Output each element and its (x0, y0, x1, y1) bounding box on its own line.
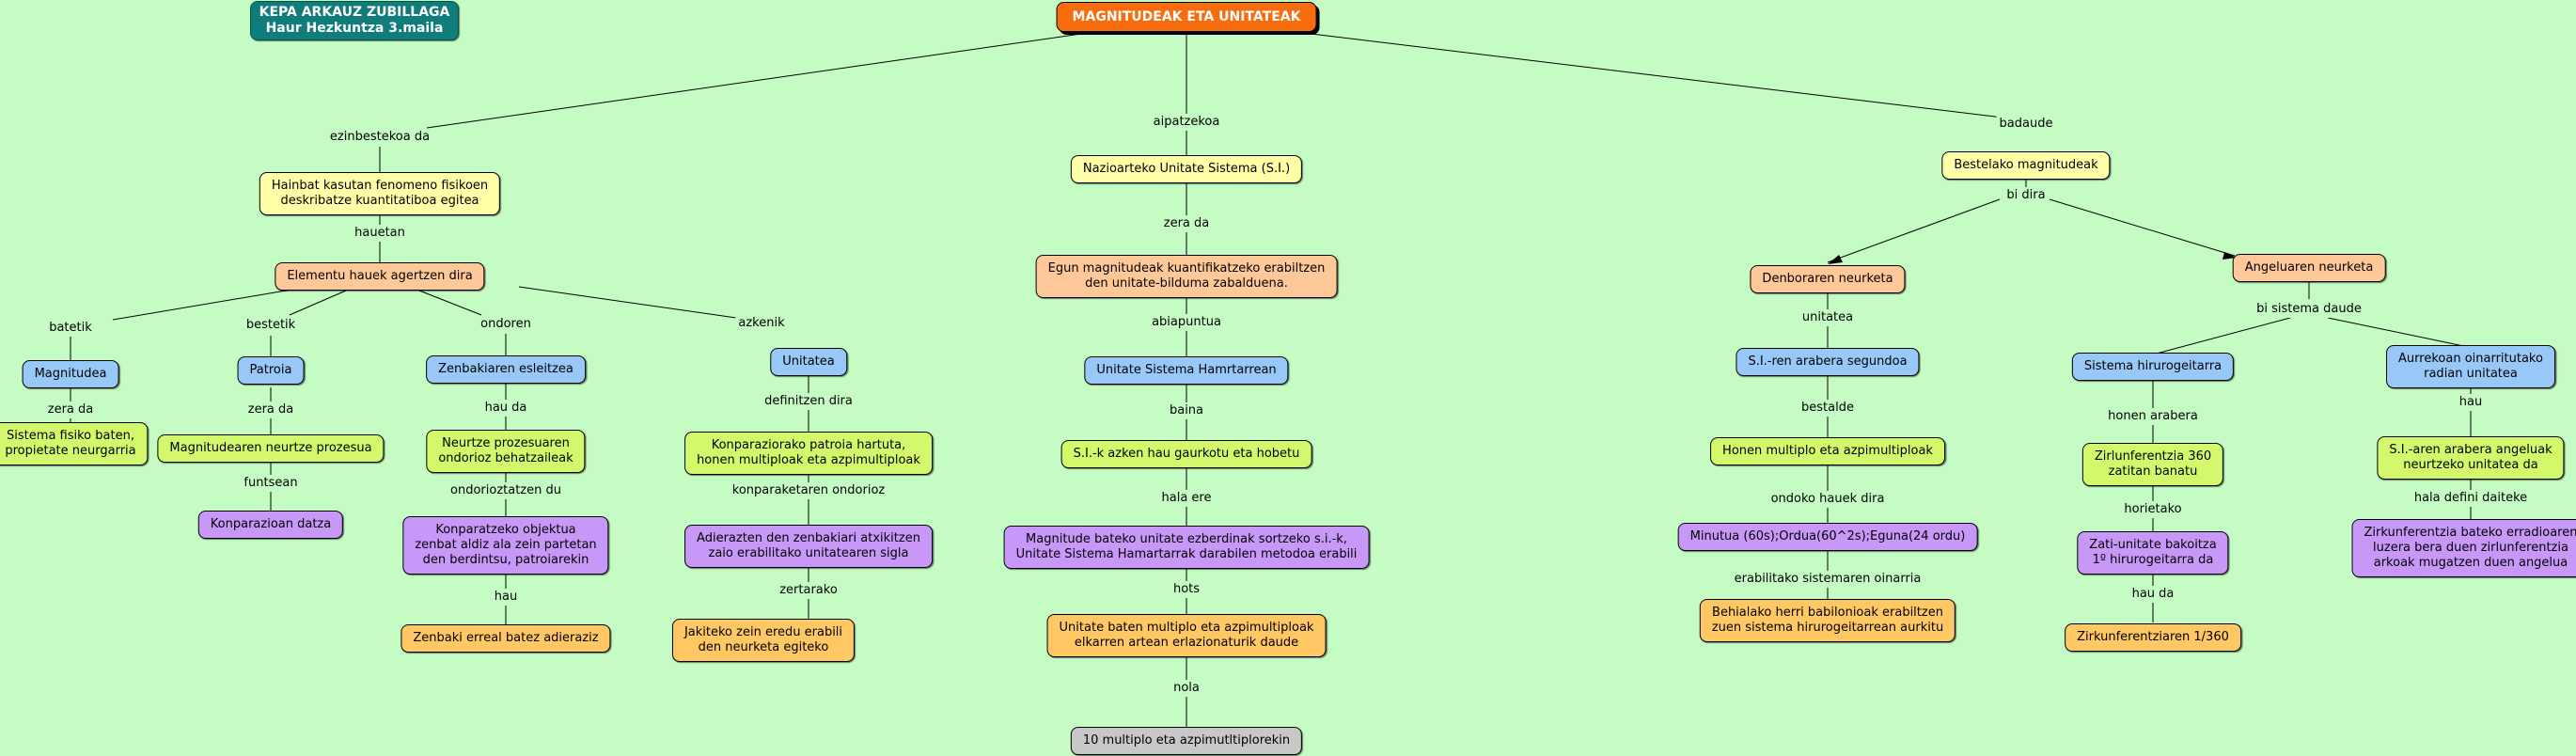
node-magnitudea[interactable]: Magnitudea (22, 360, 119, 388)
link-hots: hots (1170, 581, 1203, 598)
link-batetik: batetik (46, 320, 95, 337)
link-hala-ere: hala ere (1158, 490, 1215, 507)
link-hala-defini: hala defini daiteke (2411, 490, 2531, 507)
node-ush[interactable]: Unitate Sistema Hamrtarrean (1084, 356, 1289, 385)
link-funtsean: funtsean (241, 475, 301, 492)
node-bestelako[interactable]: Bestelako magnitudeak (1941, 151, 2111, 180)
node-zati-unitate[interactable]: Zati-unitate bakoitza 1º hirurogeitarra … (2077, 531, 2229, 575)
link-ondorioztatzen: ondorioztatzen du (448, 482, 564, 499)
link-erabilitako: erabilitako sistemaren oinarria (1731, 571, 1924, 588)
node-magnitudearen-neurtze[interactable]: Magnitudearen neurtze prozesua (157, 434, 385, 463)
node-magnitude-bateko[interactable]: Magnitude bateko unitate ezberdinak sort… (1003, 526, 1370, 569)
node-honen-multiplo[interactable]: Honen multiplo eta azpimultiploak (1710, 437, 1945, 465)
node-unitate-baten[interactable]: Unitate baten multiplo eta azpimultiploa… (1046, 614, 1327, 657)
link-unitatea: unitatea (1798, 309, 1857, 326)
link-aipatzekoa: aipatzekoa (1150, 114, 1223, 131)
node-hamar[interactable]: 10 multiplo eta azpimutltiplorekin (1070, 727, 1303, 755)
link-zera-da-pat: zera da (244, 402, 297, 418)
link-horietako: horietako (2121, 501, 2185, 518)
link-hau-aur: hau (2456, 394, 2486, 411)
link-ezinbestekoa: ezinbestekoa da (326, 129, 433, 146)
node-angeluaren[interactable]: Angeluaren neurketa (2232, 254, 2386, 282)
node-si-aren[interactable]: S.I.-aren arabera angeluak neurtzeko uni… (2377, 436, 2565, 480)
link-ondoren: ondoren (478, 316, 534, 333)
node-konparatzeko[interactable]: Konparatzeko objektua zenbat aldiz ala z… (402, 516, 609, 575)
node-adierazten[interactable]: Adierazten den zenbakiari atxikitzen zai… (684, 525, 933, 568)
node-konparaziorako[interactable]: Konparaziorako patroia hartuta, honen mu… (684, 432, 933, 475)
author-name: KEPA ARKAUZ ZUBILLAGA (259, 5, 450, 20)
node-sistema-fisiko[interactable]: Sistema fisiko baten, propietate neurgar… (0, 422, 149, 465)
link-zera-da-mag: zera da (44, 402, 97, 418)
node-egun[interactable]: Egun magnitudeak kuantifikatzeko erabilt… (1035, 255, 1338, 298)
node-zirk1360[interactable]: Zirkunferentziaren 1/360 (2065, 623, 2241, 652)
author-box[interactable]: KEPA ARKAUZ ZUBILLAGA Haur Hezkuntza 3.m… (250, 1, 459, 40)
node-patroia[interactable]: Patroia (237, 356, 305, 385)
link-baina: baina (1166, 402, 1207, 419)
link-abiapuntua: abiapuntua (1149, 314, 1224, 331)
link-ondoko-hauek: ondoko hauek dira (1767, 491, 1888, 508)
node-zenbaki-erreal[interactable]: Zenbaki erreal batez adieraziz (401, 624, 611, 653)
link-hau-da-zati: hau da (2128, 586, 2177, 603)
node-unitatea[interactable]: Unitatea (770, 348, 847, 376)
node-zirkunferentzia-bateko[interactable]: Zirkunferentzia bateko erradioaren luzer… (2351, 519, 2576, 577)
node-si-segundoa[interactable]: S.I.-ren arabera segundoa (1736, 348, 1920, 376)
link-hau-konpobj: hau (491, 589, 521, 606)
link-honen-arabera: honen arabera (2105, 408, 2201, 425)
node-minutua[interactable]: Minutua (60s);Ordua(60^2s);Eguna(24 ordu… (1677, 523, 1978, 551)
node-elementu[interactable]: Elementu hauek agertzen dira (275, 262, 485, 291)
node-jakiteko[interactable]: Jakiteko zein eredu erabili den neurketa… (671, 619, 856, 662)
link-zera-da-naz: zera da (1160, 215, 1213, 232)
link-badaude: badaude (1996, 116, 2056, 133)
link-bi-dira: bi dira (2003, 187, 2049, 204)
node-hainbat[interactable]: Hainbat kasutan fenomeno fisikoen deskri… (259, 172, 501, 215)
link-konparaketaren: konparaketaren ondorioz (729, 482, 888, 499)
link-definitzen: definitzen dira (762, 393, 856, 410)
node-zirlun360[interactable]: Zirlunferentzia 360 zatitan banatu (2081, 443, 2224, 486)
author-course: Haur Hezkuntza 3.maila (265, 21, 444, 36)
node-neurtze-emaitza[interactable]: Neurtze prozesuaren ondorioz behatzailea… (426, 430, 586, 473)
node-denboraren[interactable]: Denboraren neurketa (1750, 265, 1906, 293)
node-zenbakiaren[interactable]: Zenbakiaren esleitzea (426, 355, 586, 384)
link-hauetan: hauetan (352, 225, 408, 242)
link-zertarako: zertarako (777, 582, 840, 599)
node-sistema-hiru[interactable]: Sistema hirurogeitarra (2071, 353, 2235, 381)
root-node[interactable]: MAGNITUDEAK ETA UNITATEAK (1056, 2, 1317, 32)
link-bi-sistema: bi sistema daude (2254, 301, 2364, 318)
link-azkenik: azkenik (735, 315, 788, 332)
link-hau-da-zen: hau da (481, 400, 530, 417)
link-bestetik: bestetik (243, 317, 299, 334)
link-nola: nola (1170, 680, 1202, 697)
node-behialako[interactable]: Behialako herri babilonioak erabiltzen z… (1699, 599, 1956, 642)
link-bestalde: bestalde (1798, 400, 1857, 417)
node-si-azken[interactable]: S.I.-k azken hau gaurkotu eta hobetu (1060, 440, 1312, 468)
node-aurrekoan[interactable]: Aurrekoan oinarritutako radian unitatea (2386, 345, 2555, 388)
node-nazioarteko[interactable]: Nazioarteko Unitate Sistema (S.I.) (1070, 155, 1303, 183)
node-konparazioan[interactable]: Konparazioan datza (197, 511, 344, 539)
